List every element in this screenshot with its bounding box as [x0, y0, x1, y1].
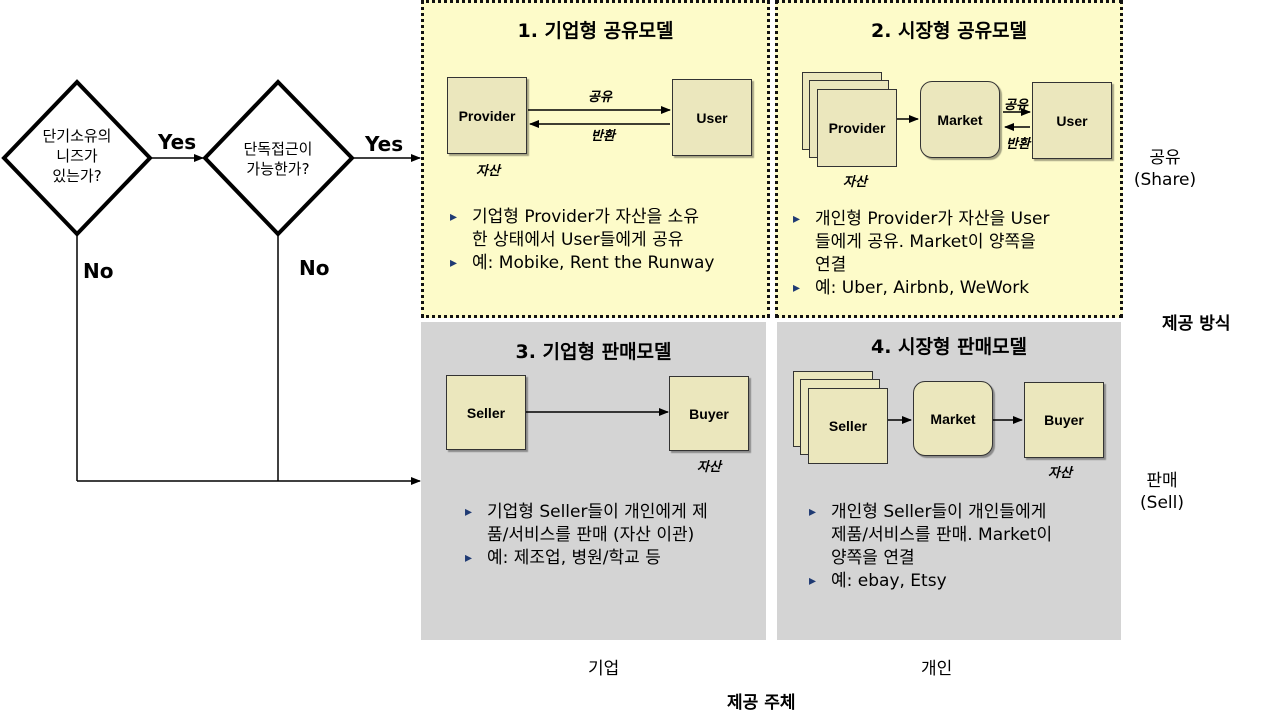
- provider-box: Provider: [817, 89, 897, 167]
- share-ko: 공유: [1149, 148, 1181, 168]
- no-label-2: No: [299, 256, 330, 280]
- bullet-text: 개인형 Provider가 자산을 User: [815, 209, 1050, 229]
- asset-label: 자산: [476, 164, 500, 179]
- user-box: User: [1032, 82, 1112, 159]
- bullet-item: 예: 제조업, 병원/학교 등: [465, 547, 763, 570]
- bullet-text: 예: 제조업, 병원/학교 등: [487, 548, 661, 568]
- bullet-text: 개인형 Seller들이 개인들에게: [831, 502, 1047, 522]
- return-label: 반환: [591, 129, 615, 144]
- axis-sell-label: 판매 (Sell): [1122, 470, 1202, 514]
- decision-diamond-2: [202, 79, 355, 237]
- share-en: (Share): [1133, 170, 1197, 190]
- sell-en: (Sell): [1140, 493, 1184, 513]
- yes-label-2: Yes: [365, 132, 404, 156]
- bullet-text: 연결: [815, 255, 847, 275]
- axis-provider-title: 제공 주체: [727, 693, 796, 713]
- no-label-1: No: [83, 259, 114, 283]
- bullet-text: 품/서비스를 판매 (자산 이관): [487, 525, 695, 545]
- bullet-text: 예: Uber, Airbnb, WeWork: [815, 278, 1030, 298]
- q2-line-2: 가능한가?: [246, 160, 310, 178]
- axis-corp-label: 기업: [588, 659, 620, 679]
- bullet-text: 한 상태에서 User들에게 공유: [472, 230, 684, 250]
- bullet-text: 기업형 Seller들이 개인에게 제: [487, 502, 708, 522]
- buyer-box: Buyer: [669, 376, 749, 451]
- bullet-item: 기업형 Seller들이 개인에게 제품/서비스를 판매 (자산 이관): [465, 501, 763, 547]
- q1-line-2: 니즈가: [56, 147, 98, 165]
- seller-box: Seller: [446, 375, 526, 450]
- bullet-text: 제품/서비스를 판매. Market이: [831, 525, 1053, 545]
- panel-2-title: 2. 시장형 공유모델: [870, 20, 1028, 42]
- decision-question-2: 단독접근이 가능한가?: [228, 139, 328, 179]
- buyer-box: Buyer: [1024, 382, 1104, 458]
- asset-label: 자산: [697, 460, 721, 475]
- bullet-text: 예: Mobike, Rent the Runway: [472, 253, 715, 273]
- panel-1-title: 1. 기업형 공유모델: [517, 20, 674, 42]
- sell-ko: 판매: [1146, 471, 1178, 491]
- panel-2-bullets: 개인형 Provider가 자산을 User 들에게 공유. Market이 양쪽…: [793, 208, 1113, 300]
- bullet-text: 기업형 Provider가 자산을 소유: [472, 207, 699, 227]
- q1-line-1: 단기소유의: [42, 127, 112, 145]
- decision-diamond-1: [1, 79, 153, 237]
- asset-label: 자산: [1048, 466, 1072, 481]
- q2-line-1: 단독접근이: [243, 140, 313, 158]
- provider-box: Provider: [447, 77, 527, 154]
- bullet-text: 예: ebay, Etsy: [831, 571, 947, 591]
- return-label: 반환: [1006, 137, 1030, 152]
- bullet-item: 예: Mobike, Rent the Runway: [450, 252, 765, 275]
- yes-label-1: Yes: [158, 130, 197, 154]
- panel-3-bullets: 기업형 Seller들이 개인에게 제품/서비스를 판매 (자산 이관) 예: …: [465, 501, 763, 570]
- axis-method-title: 제공 방식: [1162, 314, 1231, 334]
- bullet-item: 예: ebay, Etsy: [809, 570, 1114, 593]
- bullet-text: 양쪽을 연결: [831, 548, 915, 568]
- bullet-text: 들에게 공유. Market이 양쪽을: [815, 232, 1036, 252]
- panel-3-title: 3. 기업형 판매모델: [515, 341, 672, 363]
- market-box: Market: [913, 381, 993, 456]
- panel-4-title: 4. 시장형 판매모델: [870, 336, 1028, 358]
- market-box: Market: [920, 81, 1000, 158]
- bullet-item: 예: Uber, Airbnb, WeWork: [793, 277, 1113, 300]
- seller-box: Seller: [808, 388, 888, 464]
- share-label: 공유: [588, 90, 612, 105]
- panel-1-bullets: 기업형 Provider가 자산을 소유한 상태에서 User들에게 공유 예:…: [450, 206, 765, 275]
- bullet-item: 개인형 Provider가 자산을 User 들에게 공유. Market이 양쪽…: [793, 208, 1113, 277]
- user-box: User: [672, 79, 752, 156]
- axis-indiv-label: 개인: [921, 659, 953, 679]
- q1-line-3: 있는가?: [52, 167, 102, 185]
- axis-share-label: 공유 (Share): [1125, 147, 1205, 191]
- asset-label: 자산: [843, 175, 867, 190]
- bullet-item: 기업형 Provider가 자산을 소유한 상태에서 User들에게 공유: [450, 206, 765, 252]
- share-label: 공유: [1004, 98, 1028, 113]
- decision-question-1: 단기소유의 니즈가 있는가?: [27, 126, 127, 186]
